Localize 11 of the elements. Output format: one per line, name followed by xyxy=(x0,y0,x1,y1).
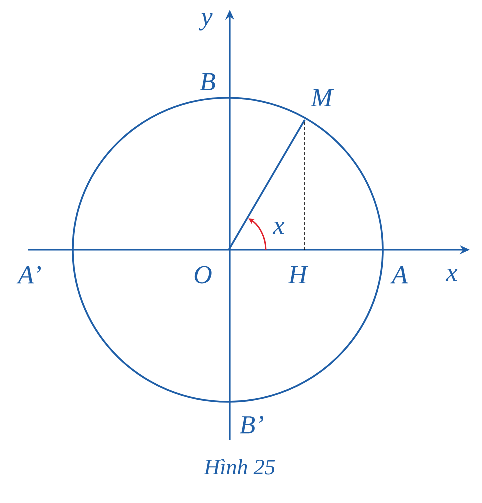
point-label: B xyxy=(200,73,216,91)
axis-label: y xyxy=(199,13,213,31)
angle-label: x xyxy=(272,222,285,234)
axis-label: x xyxy=(446,269,458,281)
point-label: A xyxy=(390,266,408,284)
point-label: A’ xyxy=(16,266,41,284)
point-label: M xyxy=(310,89,334,106)
figure-caption: Hình 25 xyxy=(204,459,276,475)
point-label: O xyxy=(194,266,212,284)
point-label: B’ xyxy=(240,416,264,434)
point-label: H xyxy=(288,266,309,284)
